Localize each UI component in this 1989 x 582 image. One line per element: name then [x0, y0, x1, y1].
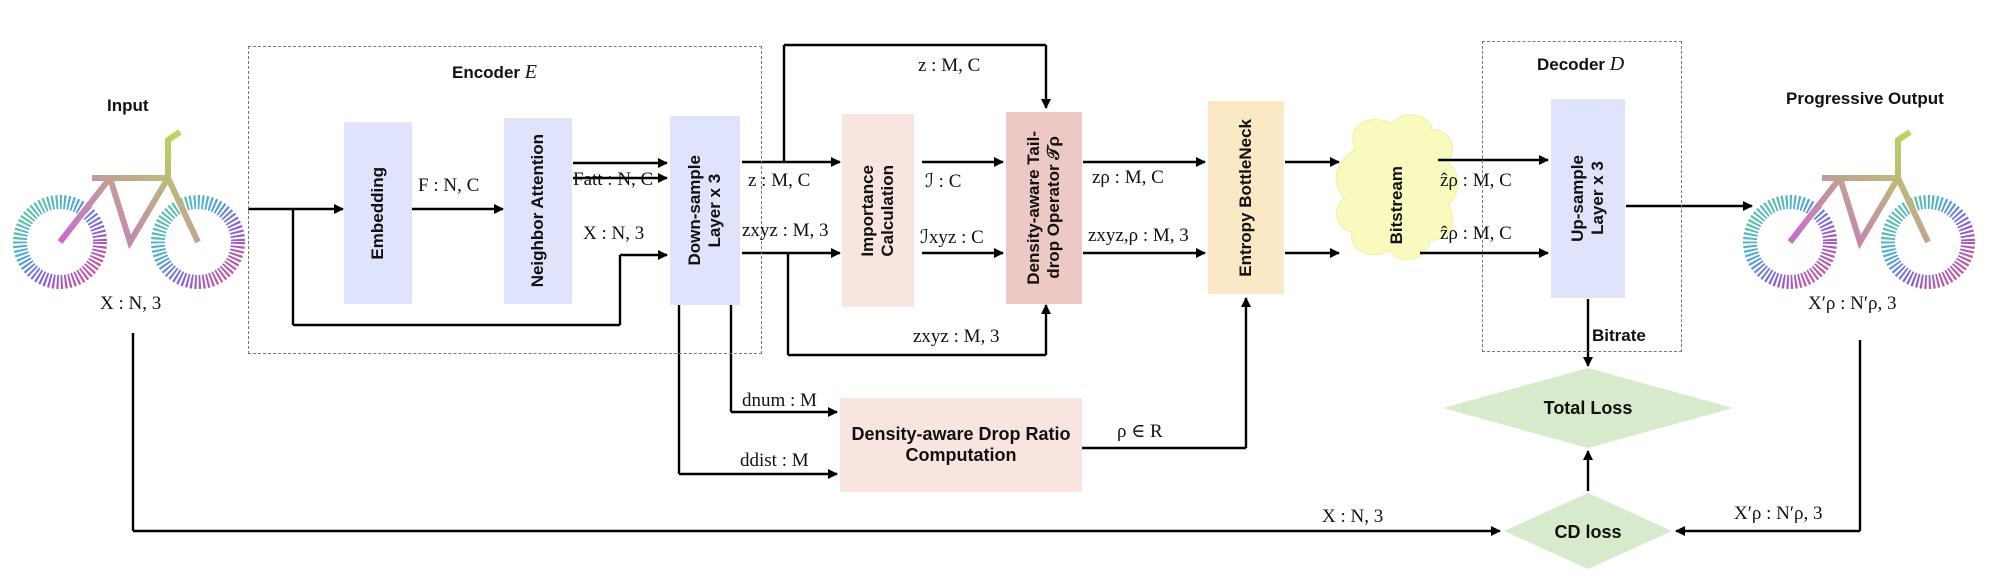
edge-label-x-prime-cd: X′ρ : N′ρ, 3: [1734, 503, 1823, 524]
cd-loss-label: CD loss: [1554, 521, 1622, 542]
upsample-label: Up-sample Layer x 3: [1568, 155, 1607, 242]
decoder-title: Decoder D: [1537, 53, 1624, 76]
importance-block: Importance Calculation: [842, 114, 914, 307]
encoder-symbol: E: [524, 61, 537, 83]
encoder-box: [248, 46, 762, 354]
edge-label-rho: ρ ∈ R: [1117, 421, 1163, 442]
embedding-block: Embedding: [344, 122, 412, 304]
encoder-title: Encoder E: [452, 61, 537, 84]
entropy-label: Entropy BottleNeck: [1236, 118, 1255, 277]
neighbor-attention-block: Neighbor Attention: [504, 118, 572, 304]
drop-ratio-block: Density-aware Drop Ratio Computation: [840, 398, 1082, 492]
edge-label-x-n3: X : N, 3: [583, 223, 645, 244]
edge-label-zhat-2: ẑρ : M, C: [1440, 223, 1512, 244]
total-loss-label: Total Loss: [1543, 397, 1633, 418]
edge-label-zhat-1: ẑρ : M, C: [1440, 170, 1512, 191]
decoder-symbol: D: [1609, 53, 1625, 75]
edge-label-z-xyz-rho: zxyz,ρ : M, 3: [1088, 225, 1189, 246]
x-input-label: X : N, 3: [100, 293, 162, 314]
decoder-box: [1482, 41, 1682, 352]
edge-label-i-xyz: ℐxyz : C: [920, 227, 984, 248]
output-title: Progressive Output: [1786, 89, 1944, 108]
edge-label-d-dist: ddist : M: [740, 450, 809, 471]
edge-label-z-mc: z : M, C: [748, 170, 811, 191]
neighbor-attention-label: Neighbor Attention: [528, 134, 547, 288]
edge-label-z-xyz: zxyz : M, 3: [742, 220, 829, 241]
input-title: Input: [107, 96, 149, 115]
edge-label-x-cd: X : N, 3: [1322, 506, 1384, 527]
x-output-label: X′ρ : N′ρ, 3: [1808, 293, 1897, 314]
edge-label-z-xyz-bottom: zxyz : M, 3: [913, 326, 1000, 347]
importance-label: Importance Calculation: [858, 164, 897, 257]
bitstream-block: Bitstream: [1368, 130, 1426, 280]
bike-output-icon: [1743, 129, 1975, 289]
taildrop-label: Density-aware Tail- drop Operator 𝒯ρ: [1024, 131, 1063, 285]
edge-label-f-att: Fatt : N, C: [573, 169, 654, 190]
bitrate-title: Bitrate: [1592, 326, 1646, 345]
entropy-block: Entropy BottleNeck: [1208, 101, 1284, 294]
bitstream-cloud: [1335, 114, 1459, 261]
bitstream-label: Bitstream: [1387, 165, 1406, 245]
downsample-label: Down-sample Layer x 3: [685, 155, 724, 266]
taildrop-block: Density-aware Tail- drop Operator 𝒯ρ: [1006, 112, 1082, 304]
upsample-block: Up-sample Layer x 3: [1551, 99, 1625, 298]
decoder-title-text: Decoder: [1537, 55, 1606, 74]
downsample-block: Down-sample Layer x 3: [670, 116, 740, 305]
arrows: [131, 43, 1862, 536]
cd-loss-diamond: [1504, 493, 1672, 569]
edge-label-f: F : N, C: [418, 175, 480, 196]
edge-label-d-num: dnum : M: [742, 390, 817, 411]
total-loss-diamond: [1443, 368, 1733, 448]
edge-label-z-top: z : M, C: [918, 55, 981, 76]
bike-input-icon: [13, 129, 245, 289]
edge-label-i-c: ℐ : C: [925, 171, 962, 192]
edge-label-z-rho: zρ : M, C: [1092, 167, 1164, 188]
encoder-title-text: Encoder: [452, 63, 521, 82]
embedding-label: Embedding: [368, 166, 387, 260]
